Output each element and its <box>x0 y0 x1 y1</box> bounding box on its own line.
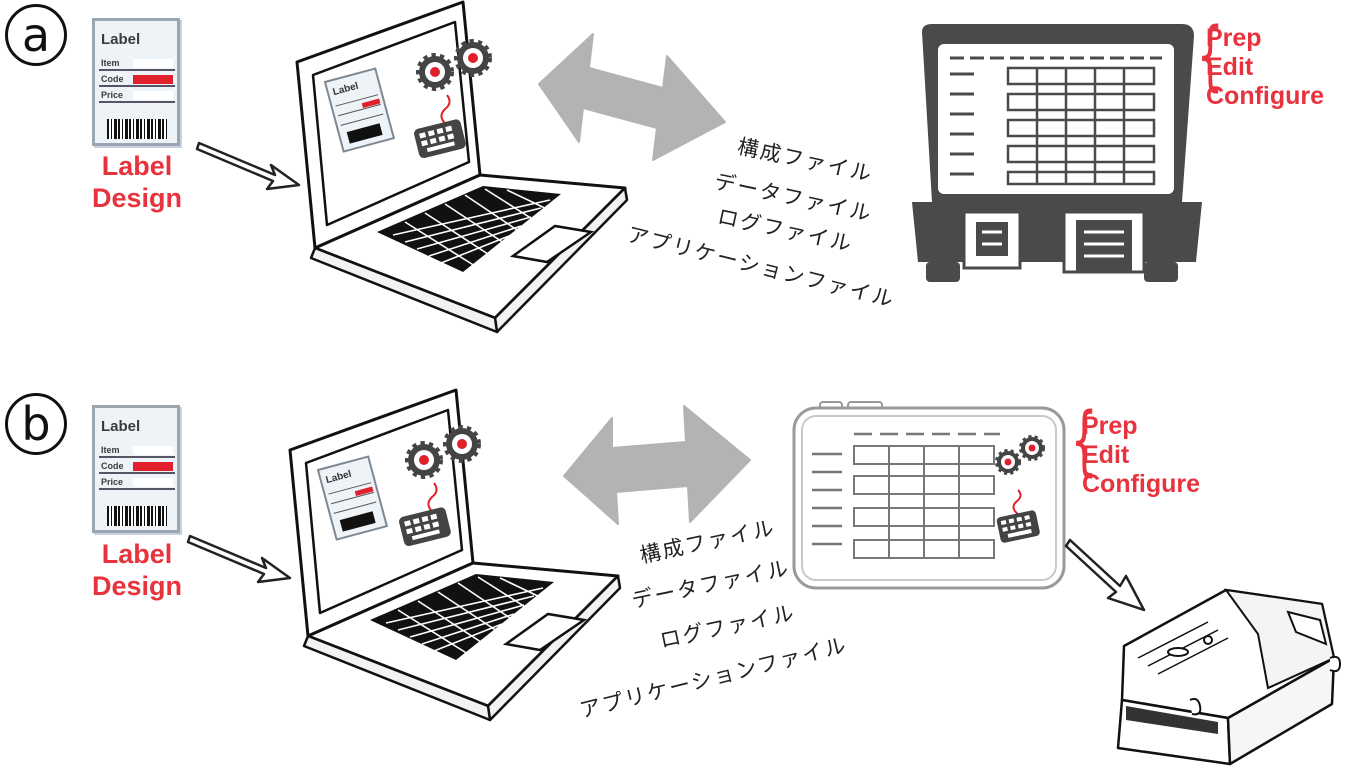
label-card-row-text: Code <box>101 74 124 84</box>
kiosk-terminal-icon <box>912 24 1202 282</box>
panel-a-marker: a <box>5 4 67 66</box>
label-card-row-text: Item <box>101 445 120 455</box>
task-item: Prep <box>1206 24 1262 52</box>
double-arrow-icon <box>538 33 726 161</box>
brace-icon: { <box>1196 10 1224 99</box>
label-design-caption-a: Label Design <box>75 150 199 214</box>
double-arrow-icon <box>563 405 751 525</box>
label-design-caption-b: Label Design <box>75 538 199 602</box>
label-card-row: Item <box>99 57 175 71</box>
task-item: Edit <box>1082 441 1130 469</box>
laptop-icon: Label <box>295 0 629 334</box>
caption-line: Label <box>101 151 173 181</box>
laptop-icon: Label <box>288 388 622 722</box>
caption-line: Label <box>101 539 173 569</box>
panel-b-marker-text: b <box>21 397 51 451</box>
task-item: Configure <box>1206 82 1325 110</box>
label-card-row-text: Price <box>101 477 124 487</box>
caption-line: Design <box>91 571 183 601</box>
barcode-icon <box>107 119 167 139</box>
label-printer-icon <box>1116 588 1342 766</box>
caption-line: Design <box>91 183 183 213</box>
label-card-a: Label Item Code Price <box>92 18 180 146</box>
label-card-title: Label <box>101 418 141 435</box>
task-item: Prep <box>1082 412 1138 440</box>
label-card-row-text: Price <box>101 90 124 100</box>
label-card-title: Label <box>101 31 141 48</box>
label-card-row: Code <box>99 460 175 474</box>
label-card-row-text: Item <box>101 58 120 68</box>
label-card-row: Item <box>99 444 175 458</box>
barcode-icon <box>107 506 167 526</box>
task-item: Edit <box>1206 53 1254 81</box>
arrow-icon <box>186 534 292 584</box>
task-list-b: Prep Edit Configure <box>1082 412 1200 499</box>
arrow-icon <box>195 141 301 191</box>
panel-a-marker-text: a <box>21 8 51 62</box>
arrow-icon <box>1064 538 1146 612</box>
panel-b-marker: b <box>5 393 67 455</box>
tablet-icon <box>792 401 1066 590</box>
label-card-row: Price <box>99 476 175 490</box>
label-card-row: Price <box>99 89 175 103</box>
label-card-b: Label Item Code Price <box>92 405 180 533</box>
task-list-a: Prep Edit Configure <box>1206 24 1324 111</box>
brace-icon: { <box>1070 395 1098 484</box>
label-card-row: Code <box>99 73 175 87</box>
task-item: Configure <box>1082 470 1201 498</box>
label-card-row-text: Code <box>101 461 124 471</box>
